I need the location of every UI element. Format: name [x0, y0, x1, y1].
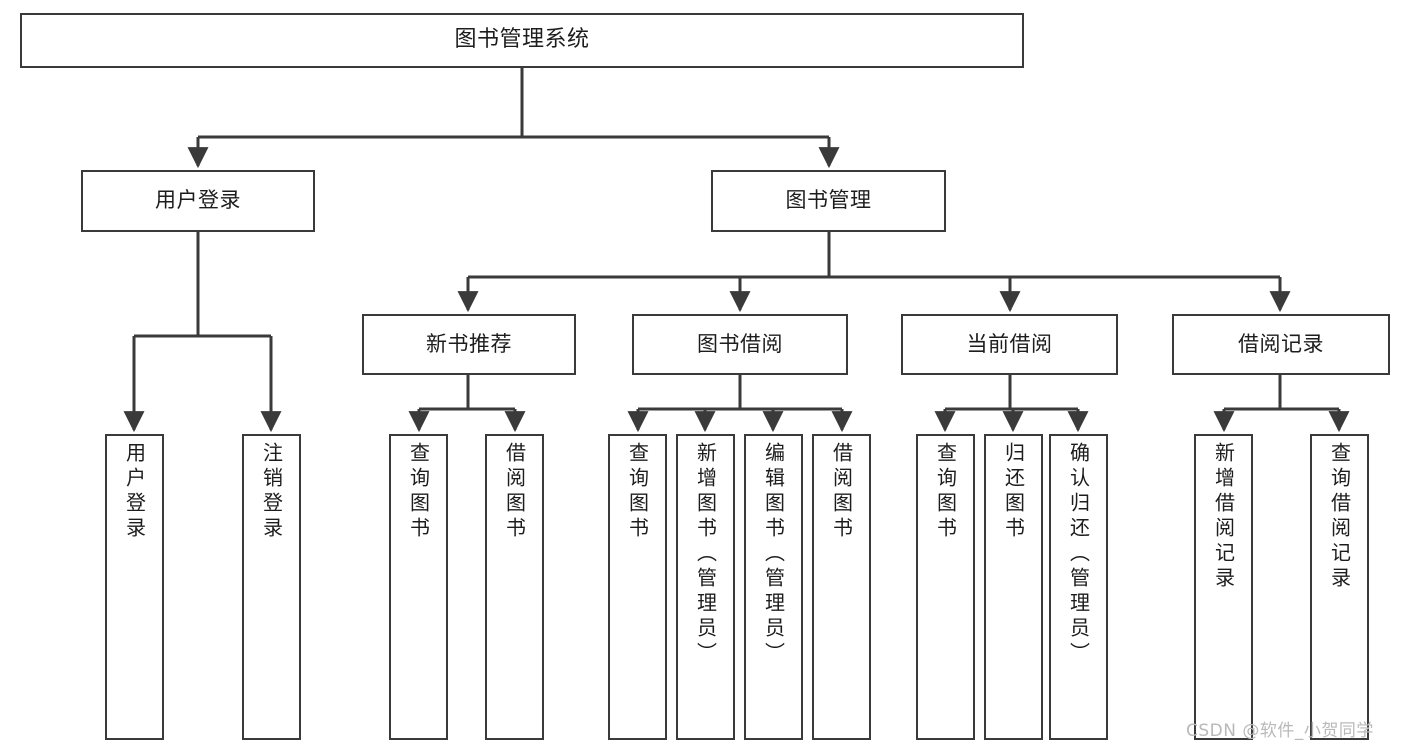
- leaf-borrow-add-book-admin[interactable]: 新增图书（管理员）: [676, 434, 735, 740]
- node-root-book-management-system[interactable]: 图书管理系统: [20, 13, 1024, 68]
- leaf-borrow-borrow-book[interactable]: 借阅图书: [812, 434, 871, 740]
- node-label: 借阅图书: [829, 442, 854, 542]
- leaf-record-add-borrow-record[interactable]: 新增借阅记录: [1194, 434, 1253, 740]
- node-label: 新增图书（管理员）: [693, 442, 718, 667]
- leaf-user-logout[interactable]: 注销登录: [242, 434, 301, 740]
- node-label: 注销登录: [259, 442, 284, 542]
- node-label: 查询图书: [406, 442, 431, 542]
- node-label: 借阅图书: [502, 442, 527, 542]
- node-label: 用户登录: [122, 442, 147, 542]
- node-label: 查询图书: [625, 442, 650, 542]
- leaf-newbook-query-book[interactable]: 查询图书: [389, 434, 448, 740]
- leaf-current-confirm-return-admin[interactable]: 确认归还（管理员）: [1049, 434, 1108, 740]
- leaf-user-login[interactable]: 用户登录: [105, 434, 164, 740]
- node-book-management[interactable]: 图书管理: [711, 170, 946, 232]
- node-label: 归还图书: [1001, 442, 1026, 542]
- leaf-current-query-book[interactable]: 查询图书: [916, 434, 975, 740]
- csdn-watermark: CSDN @软件_小贺同学: [1186, 721, 1374, 741]
- node-book-borrowing[interactable]: 图书借阅: [632, 314, 848, 375]
- node-label: 编辑图书（管理员）: [761, 442, 786, 667]
- node-label: 确认归还（管理员）: [1066, 442, 1091, 667]
- node-label: 图书管理: [785, 188, 872, 213]
- leaf-record-query-borrow-record[interactable]: 查询借阅记录: [1310, 434, 1369, 740]
- leaf-borrow-edit-book-admin[interactable]: 编辑图书（管理员）: [744, 434, 803, 740]
- node-label: 查询图书: [933, 442, 958, 542]
- node-label: 图书管理系统: [454, 27, 590, 53]
- leaf-newbook-borrow-book[interactable]: 借阅图书: [485, 434, 544, 740]
- node-new-book-recommendation[interactable]: 新书推荐: [362, 314, 576, 375]
- node-current-borrowing[interactable]: 当前借阅: [901, 314, 1118, 375]
- node-borrowing-record[interactable]: 借阅记录: [1172, 314, 1390, 375]
- node-label: 用户登录: [155, 188, 241, 213]
- leaf-borrow-query-book[interactable]: 查询图书: [608, 434, 667, 740]
- node-label: 图书借阅: [697, 331, 783, 356]
- node-label: 查询借阅记录: [1327, 442, 1352, 592]
- node-label: 借阅记录: [1238, 331, 1324, 356]
- node-label: 新书推荐: [426, 331, 512, 356]
- node-user-login[interactable]: 用户登录: [81, 170, 315, 232]
- node-label: 新增借阅记录: [1211, 442, 1236, 592]
- node-label: 当前借阅: [966, 331, 1053, 356]
- leaf-current-return-book[interactable]: 归还图书: [984, 434, 1043, 740]
